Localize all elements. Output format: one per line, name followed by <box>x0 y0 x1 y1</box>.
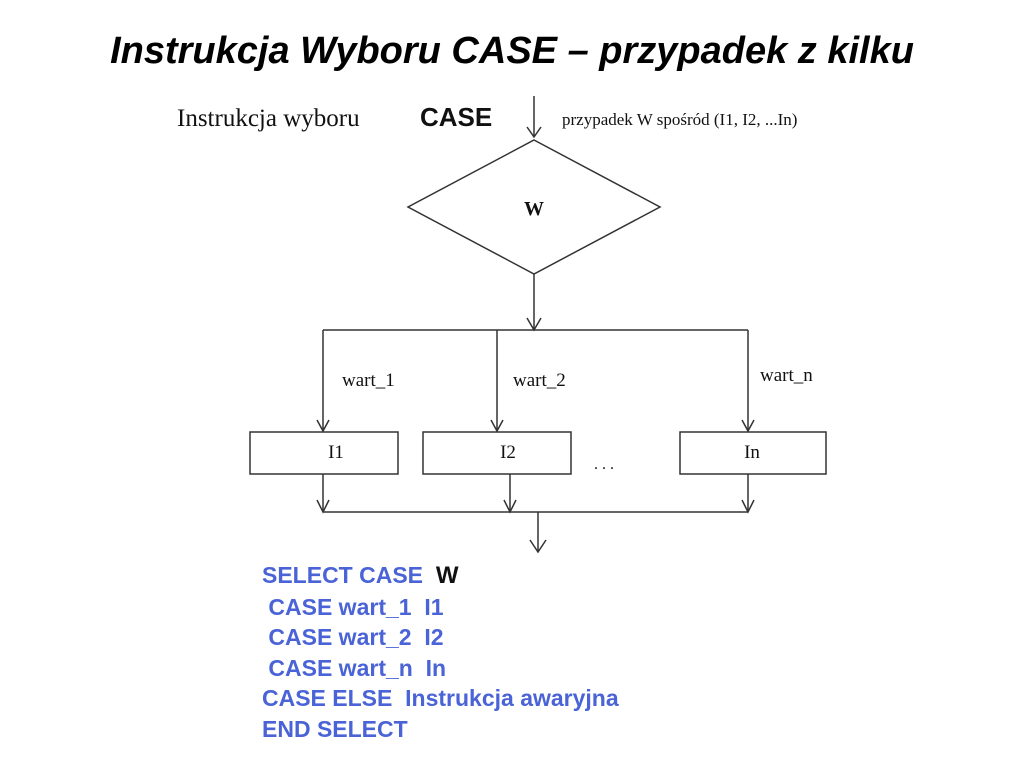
diagram-header-text: Instrukcja wyboru <box>177 105 360 132</box>
branch-label-1: wart_1 <box>342 370 395 391</box>
branch-n-head <box>741 419 755 433</box>
instruction-box-2 <box>422 431 572 475</box>
code-case-line-1: CASE wart_1 I1 <box>262 593 444 620</box>
instruction-label-1: I1 <box>328 442 344 463</box>
instruction-label-n: In <box>744 442 760 463</box>
branch-1-head <box>316 419 330 433</box>
code-select-var: W <box>435 562 459 589</box>
decision-label: W <box>524 198 544 220</box>
ellipsis: . . . <box>594 456 614 473</box>
branch-2-head <box>490 419 504 433</box>
code-end-select-line: END SELECT <box>262 715 408 742</box>
diagram-header-case: CASE <box>420 102 492 132</box>
slide-title: Instrukcja Wyboru CASE – przypadek z kil… <box>110 30 914 72</box>
diagram-header-note: przypadek W spośród (I1, I2, ...In) <box>562 110 797 129</box>
code-case-else-line: CASE ELSE Instrukcja awaryjna <box>262 685 619 711</box>
instruction-box-n <box>679 431 827 475</box>
instruction-label-2: I2 <box>500 442 516 463</box>
exit-arrow-head <box>529 539 547 554</box>
code-block: SELECT CASE W CASE wart_1 I1 CASE wart_2… <box>262 560 619 744</box>
instruction-box-1 <box>249 431 399 475</box>
branch-label-2: wart_2 <box>513 370 566 391</box>
code-case-line-2: CASE wart_2 I2 <box>262 624 444 650</box>
entry-arrow-head <box>526 126 542 139</box>
code-case-line-n: CASE wart_n In <box>262 654 447 681</box>
code-select-keyword: SELECT CASE <box>262 562 424 588</box>
branch-label-n: wart_n <box>760 365 813 386</box>
code-select-line: SELECT CASE W <box>262 560 619 592</box>
